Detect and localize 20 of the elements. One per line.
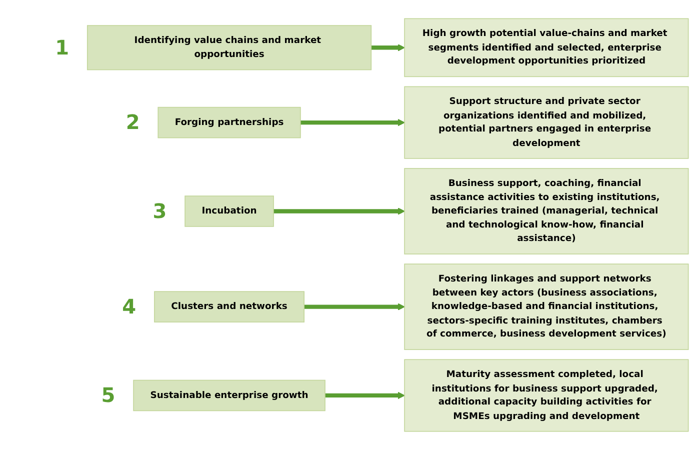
node-label: 3 [152, 200, 167, 223]
node-box: Incubation [184, 196, 274, 227]
node-label: 5 [101, 384, 116, 408]
node-box: Clusters and networks [154, 291, 304, 322]
arrow [300, 118, 405, 126]
arrow [304, 303, 405, 310]
node-box: Identifying value chains and market opportunities [86, 25, 372, 70]
node-label: 4 [122, 295, 136, 318]
node-label: 2 [126, 110, 140, 134]
node-box: Business support, coaching, financial assistance activities to existing institutions, beneficiaries trained (managerial, technical and technological know-how, financial assistance) [404, 168, 689, 254]
arrow [274, 208, 405, 215]
arrow [325, 392, 405, 400]
arrow [371, 44, 405, 52]
node-box: Fostering linkages and support networks between key actors (business associations, knowledge-based and financial institutions, sectors-specific training institutes, chambers of commerce, business development services) [404, 264, 689, 350]
node-box: Forging partnerships [158, 106, 301, 138]
node-box: Sustainable enterprise growth [133, 380, 326, 412]
node-box: Support structure and private sector organizations identified and mobilized, potential partners engaged in enterprise development [404, 86, 689, 159]
node-box: High growth potential value-chains and market segments identified and selected, enterprise development opportunities prioritized [404, 18, 689, 78]
node-label: 1 [55, 36, 70, 60]
node-box: Maturity assessment completed, local institutions for business support upgraded, additional capacity building activities for MSMEs upgrading and development [404, 359, 689, 432]
